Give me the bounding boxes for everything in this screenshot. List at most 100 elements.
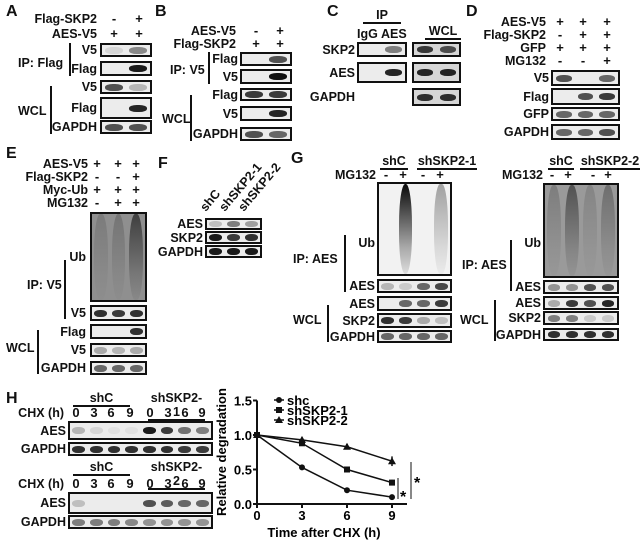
band [209,234,223,241]
band [385,69,402,76]
band [434,333,448,340]
band [599,128,615,136]
smear-lane [111,214,126,300]
band [556,128,572,136]
bracket-label: WCL [162,112,191,126]
treatment-sign: 0 [146,476,154,491]
band [195,445,209,453]
x-tick-label: 9 [388,508,395,523]
treatment-label: MG132 [335,168,376,182]
treatment-label: GFP [520,41,546,55]
bracket-line [208,52,210,84]
treatment-sign: 0 [72,476,80,491]
band [107,427,121,434]
treatment-sign: - [111,11,117,26]
treatment-sign: + [132,156,140,171]
band [599,110,615,118]
band [112,309,125,317]
blot-strip [205,231,262,244]
bracket-line [69,43,71,76]
blot-label: V5 [70,306,86,320]
blot-strip [412,88,461,106]
band [112,364,125,372]
group-label: shC [73,391,130,407]
blot-label: V5 [70,343,86,357]
band [195,427,209,434]
band [439,69,456,76]
band [439,46,456,53]
group-label: shSKP2-1 [148,391,205,421]
treatment-sign: + [399,167,407,182]
treatment-sign: + [604,167,612,182]
treatment-sign: + [132,195,140,210]
band [416,317,430,324]
blot-label: AES [40,423,66,438]
blot-label: AES [329,65,355,80]
band [583,314,597,322]
y-axis-label: Relative degradation [214,388,229,516]
band [227,234,240,241]
blot-strip [551,124,620,140]
bracket-label: IP: V5 [27,278,62,292]
band [269,130,287,138]
band [244,248,258,255]
series-line-shc [256,434,393,498]
treatment-sign: + [579,14,587,29]
band [72,445,86,453]
blot-label: Flag [212,52,238,66]
blot-strip [205,245,262,258]
blot-label: GAPDH [329,329,375,344]
band [269,73,287,80]
band [416,333,430,340]
treatment-label: Flag-SKP2 [34,12,97,26]
band [547,283,561,291]
band [142,518,156,526]
treatment-sign: - [94,195,100,210]
band [381,317,395,324]
treatment-sign: + [603,40,611,55]
blot-strip [543,311,619,325]
data-point-shc [344,487,350,494]
blot-label: AES [515,280,541,294]
band [72,427,86,434]
blot-strip [240,127,292,141]
band [105,83,123,91]
band [107,518,121,526]
treatment-sign: + [603,53,611,68]
treatment-label: AES-V5 [51,27,97,41]
group-label: shSKP2-2 [148,460,205,490]
treatment-sign: 6 [181,405,189,420]
blot-label: GAPDH [192,127,238,141]
smear-lane [416,184,431,274]
band [178,499,191,507]
group-label: WCL [425,24,461,40]
band [399,317,412,324]
band [583,331,597,338]
bracket-label: WCL [6,341,35,355]
treatment-sign: + [603,14,611,29]
x-tick-label: 0 [253,508,260,523]
data-point-shSKP2-2 [343,442,351,450]
band [381,300,394,307]
bracket-label: IP: V5 [170,63,205,77]
blot-label: GFP [523,107,549,121]
smear-lane [583,185,597,276]
band [108,500,121,507]
blot-label: Ub [358,236,375,250]
group-label: shC [73,460,130,476]
band [94,309,108,317]
group-label: shC [380,154,408,170]
group-label: IP [363,8,401,24]
band [90,518,103,526]
treatment-sign: + [556,40,564,55]
band [269,110,287,117]
band [599,74,615,82]
blot-label: V5 [81,80,97,94]
treatment-sign: + [603,27,611,42]
band [94,328,107,335]
band [178,445,191,453]
data-point-shSKP2-2 [388,457,396,465]
blot-strip [68,442,213,456]
data-point-shSKP2-2 [253,431,261,438]
x-tick-label: 6 [343,508,350,523]
